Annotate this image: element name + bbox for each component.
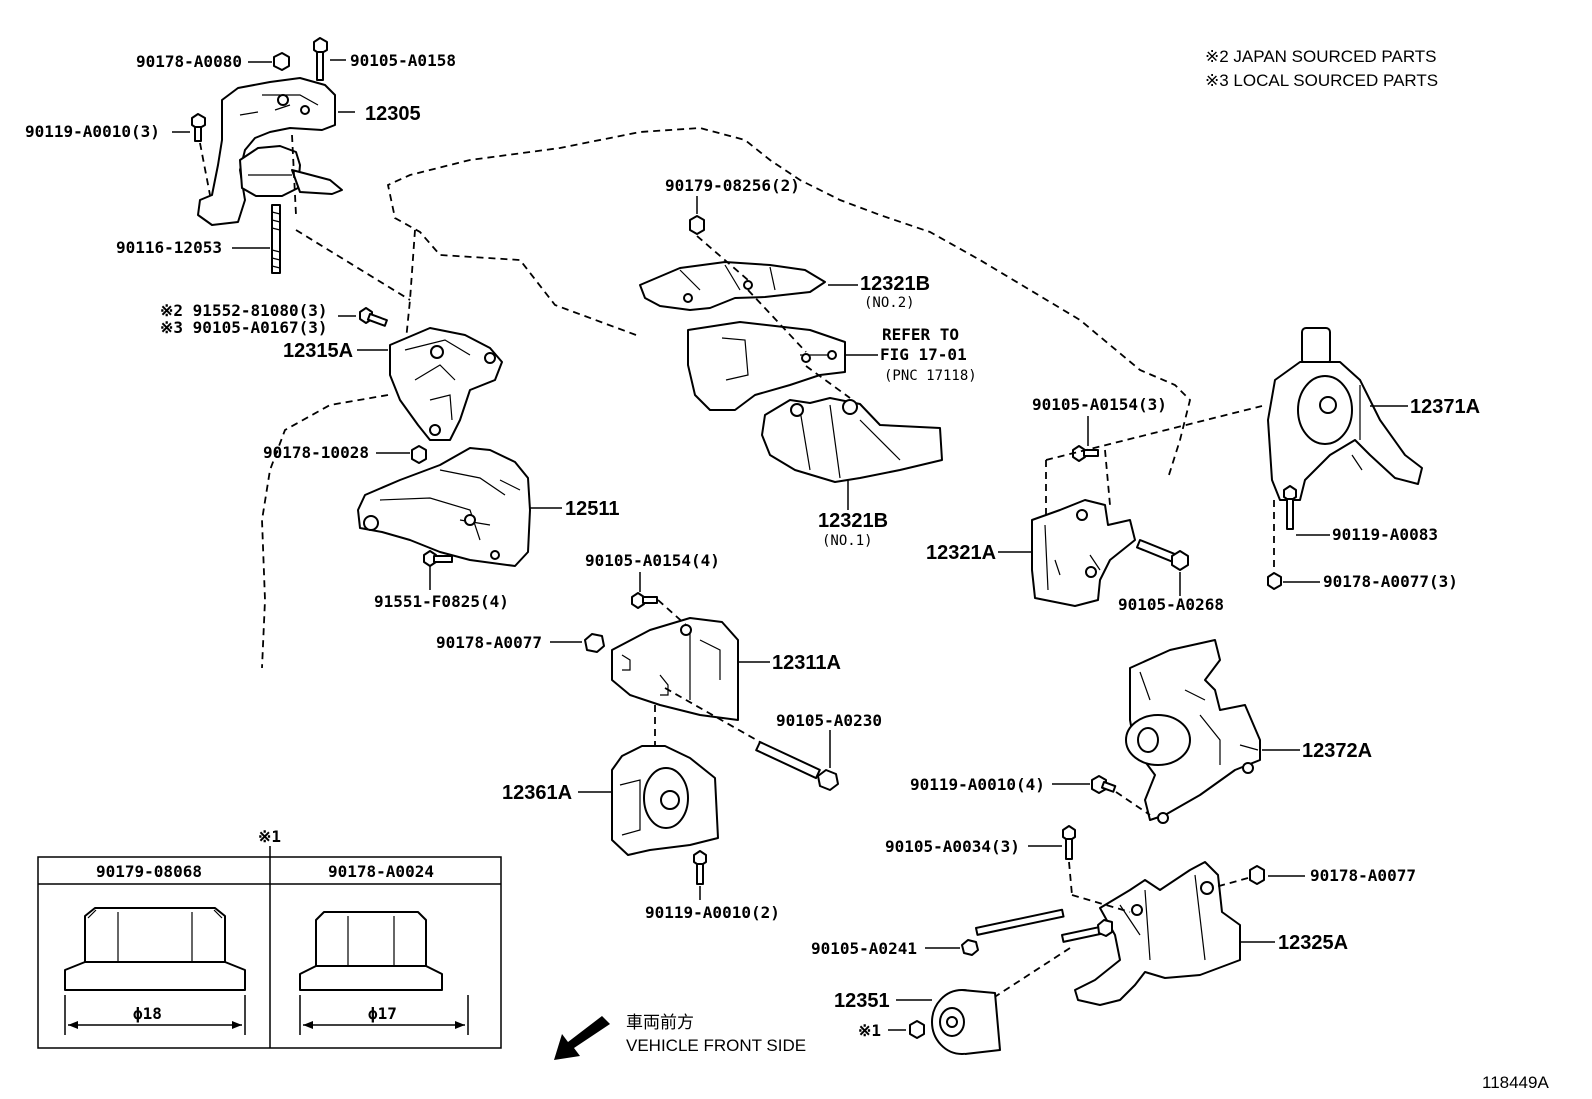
refer-line1: REFER TO (882, 325, 959, 344)
bolt-90105-A0230-icon (755, 740, 839, 791)
mount-12372A (1125, 639, 1261, 824)
label-90105-A0167-3: ※3 90105-A0167(3) (160, 318, 328, 337)
flange-nut-large-icon (64, 907, 246, 991)
label-90119-A0010-4: 90119-A0010(4) (910, 775, 1045, 794)
bushing-12351 (931, 989, 1001, 1055)
vehicle-front-japanese: 車両前方 (626, 1013, 694, 1032)
bracket-center (687, 321, 846, 411)
label-12372A: 12372A (1302, 740, 1372, 762)
label-90116-12053: 90116-12053 (116, 238, 222, 257)
nut-note1-icon (909, 1020, 925, 1039)
label-90178-A0077-a: 90178-A0077 (436, 633, 542, 652)
mount-12305 (197, 77, 343, 226)
bolt-90119-A0083-icon (1283, 485, 1297, 530)
label-12321A: 12321A (926, 542, 996, 564)
label-90105-A0230: 90105-A0230 (776, 711, 882, 730)
bolt-91551-F0825-icon (423, 550, 453, 567)
mount-12361A (611, 745, 719, 856)
label-note1: ※1 (858, 1021, 881, 1040)
refer-line2: FIG 17-01 (880, 345, 967, 364)
mount-12371A (1267, 327, 1423, 501)
bracket-12511 (357, 447, 531, 567)
bolt-90119-A0010-3-icon (191, 113, 206, 142)
label-12321B-no1: 12321B (818, 510, 888, 532)
bracket-12311A (611, 617, 739, 721)
label-90178-A0077-3: 90178-A0077(3) (1323, 572, 1458, 591)
stud-90116-12053-icon (271, 204, 281, 274)
bolt-90105-A0034-3-icon (1062, 825, 1076, 860)
label-12325A: 12325A (1278, 932, 1348, 954)
nut-90178-A0077-a-icon (584, 633, 605, 653)
bolt-90119-A0010-4-icon (1091, 775, 1117, 794)
inset-left-dim: ϕ18 (133, 1004, 162, 1023)
bracket-12321A (1031, 499, 1136, 607)
label-90105-A0034-3: 90105-A0034(3) (885, 837, 1020, 856)
nut-90178-A0077-b-icon (1249, 865, 1265, 885)
nut-90178-A0077-3-icon (1267, 572, 1282, 590)
bracket-12321B-no1 (761, 397, 943, 483)
label-12321B-no2-sub: (NO.2) (864, 295, 915, 311)
nut-90178-A0080-icon (273, 52, 290, 71)
label-91552-81080-3: ※2 91552-81080(3) (160, 301, 328, 320)
refer-line3: (PNC 17118) (884, 368, 977, 384)
bolt-91552-81080-icon (359, 307, 388, 327)
label-12371A: 12371A (1410, 396, 1480, 418)
bolt-90105-A0241-icon (961, 908, 1065, 956)
bracket-12321B-no2 (639, 261, 826, 311)
bolt-90105-A0268-icon (1136, 539, 1189, 571)
label-90119-A0010-2: 90119-A0010(2) (645, 903, 780, 922)
nut-90178-10028-icon (411, 445, 427, 464)
label-90105-A0241: 90105-A0241 (811, 939, 917, 958)
label-90179-08256-2: 90179-08256(2) (665, 176, 800, 195)
note-local-sourced: ※3 LOCAL SOURCED PARTS (1205, 71, 1438, 90)
label-12321B-no2: 12321B (860, 273, 930, 295)
label-90178-A0080: 90178-A0080 (136, 52, 242, 71)
vehicle-front-english: VEHICLE FRONT SIDE (626, 1036, 806, 1055)
label-91551-F0825-4: 91551-F0825(4) (374, 592, 509, 611)
label-90119-A0083: 90119-A0083 (1332, 525, 1438, 544)
label-90119-A0010-3: 90119-A0010(3) (25, 122, 160, 141)
label-90105-A0154-3: 90105-A0154(3) (1032, 395, 1167, 414)
label-12305: 12305 (365, 103, 421, 125)
inset-box: ※1 90179-08068 90178-A0024 ϕ18 ϕ17 (37, 827, 502, 1049)
inset-right-dim: ϕ17 (368, 1004, 397, 1023)
bolt-90105-A0158-icon (313, 37, 328, 81)
label-90105-A0154-4: 90105-A0154(4) (585, 551, 720, 570)
bolt-inner-icon (1061, 919, 1113, 943)
figure-id: 118449A (1482, 1073, 1549, 1092)
nut-90179-08256-icon (689, 215, 705, 235)
inset-right-title: 90178-A0024 (328, 862, 434, 881)
label-12311A: 12311A (772, 652, 841, 674)
bolt-90105-A0154-4-icon (631, 592, 658, 609)
inset-left-title: 90179-08068 (96, 862, 202, 881)
label-12351: 12351 (834, 990, 890, 1012)
note-japan-sourced: ※2 JAPAN SOURCED PARTS (1205, 47, 1437, 66)
label-12321B-no1-sub: (NO.1) (822, 533, 873, 549)
flange-nut-small-icon (299, 911, 443, 991)
engine-outline (386, 127, 1191, 479)
label-12361A: 12361A (502, 782, 572, 804)
label-90105-A0158: 90105-A0158 (350, 51, 456, 70)
bracket-12325A (1074, 861, 1241, 1006)
label-12511: 12511 (565, 498, 620, 520)
bracket-12315A (389, 327, 503, 441)
bolt-90105-A0154-3-icon (1072, 445, 1099, 462)
label-90178-10028: 90178-10028 (263, 443, 369, 462)
inset-marker: ※1 (258, 827, 281, 846)
label-90105-A0268: 90105-A0268 (1118, 595, 1224, 614)
bolt-90119-A0010-2-icon (693, 850, 707, 885)
vehicle-front-arrow-icon (554, 1016, 610, 1060)
label-90178-A0077-b: 90178-A0077 (1310, 866, 1416, 885)
label-12315A: 12315A (283, 340, 353, 362)
